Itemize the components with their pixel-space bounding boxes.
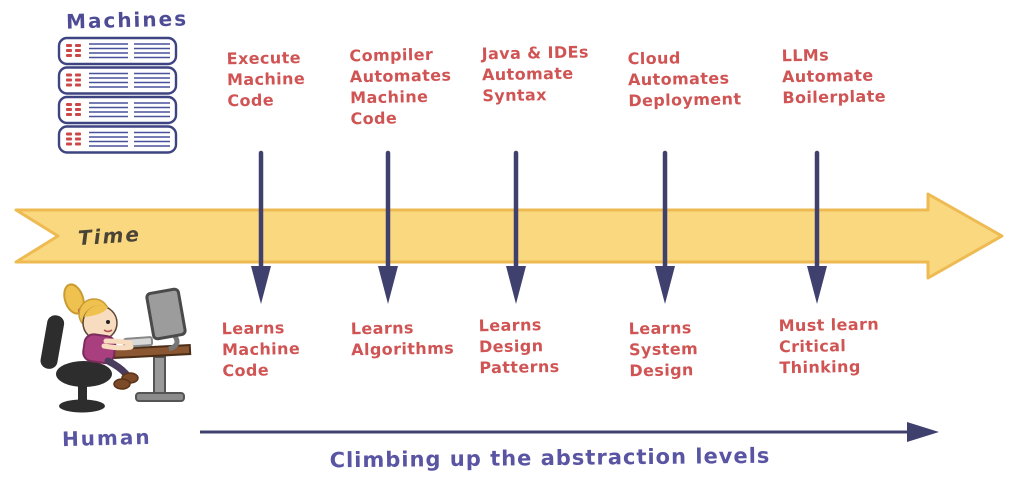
automation-label-4: Cloud Automates Deployment <box>627 48 742 111</box>
human-at-computer-icon <box>40 283 192 413</box>
learns-label-5: Must learn Critical Thinking <box>778 314 880 378</box>
down-arrow-icon <box>655 150 675 304</box>
down-arrow-icon <box>506 150 526 304</box>
time-label: Time <box>77 221 142 251</box>
human-label: Human <box>61 424 152 452</box>
down-arrow-icon <box>251 150 271 304</box>
machines-label: Machines <box>65 6 189 34</box>
automation-label-5: LLMs Automate Boilerplate <box>781 45 887 108</box>
down-arrow-icon <box>378 150 398 304</box>
abstraction-axis-arrow <box>200 422 939 442</box>
learns-label-3: Learns Design Patterns <box>478 315 560 378</box>
server-icon <box>57 36 178 154</box>
automation-label-3: Java & IDEs Automate Syntax <box>481 42 589 106</box>
learns-label-4: Learns System Design <box>628 318 699 381</box>
server-stack-icon <box>57 36 178 154</box>
abstraction-caption: Climbing up the abstraction levels <box>329 443 771 473</box>
down-arrow-icon <box>807 150 827 304</box>
automation-label-2: Compiler Automates Machine Code <box>349 44 452 129</box>
